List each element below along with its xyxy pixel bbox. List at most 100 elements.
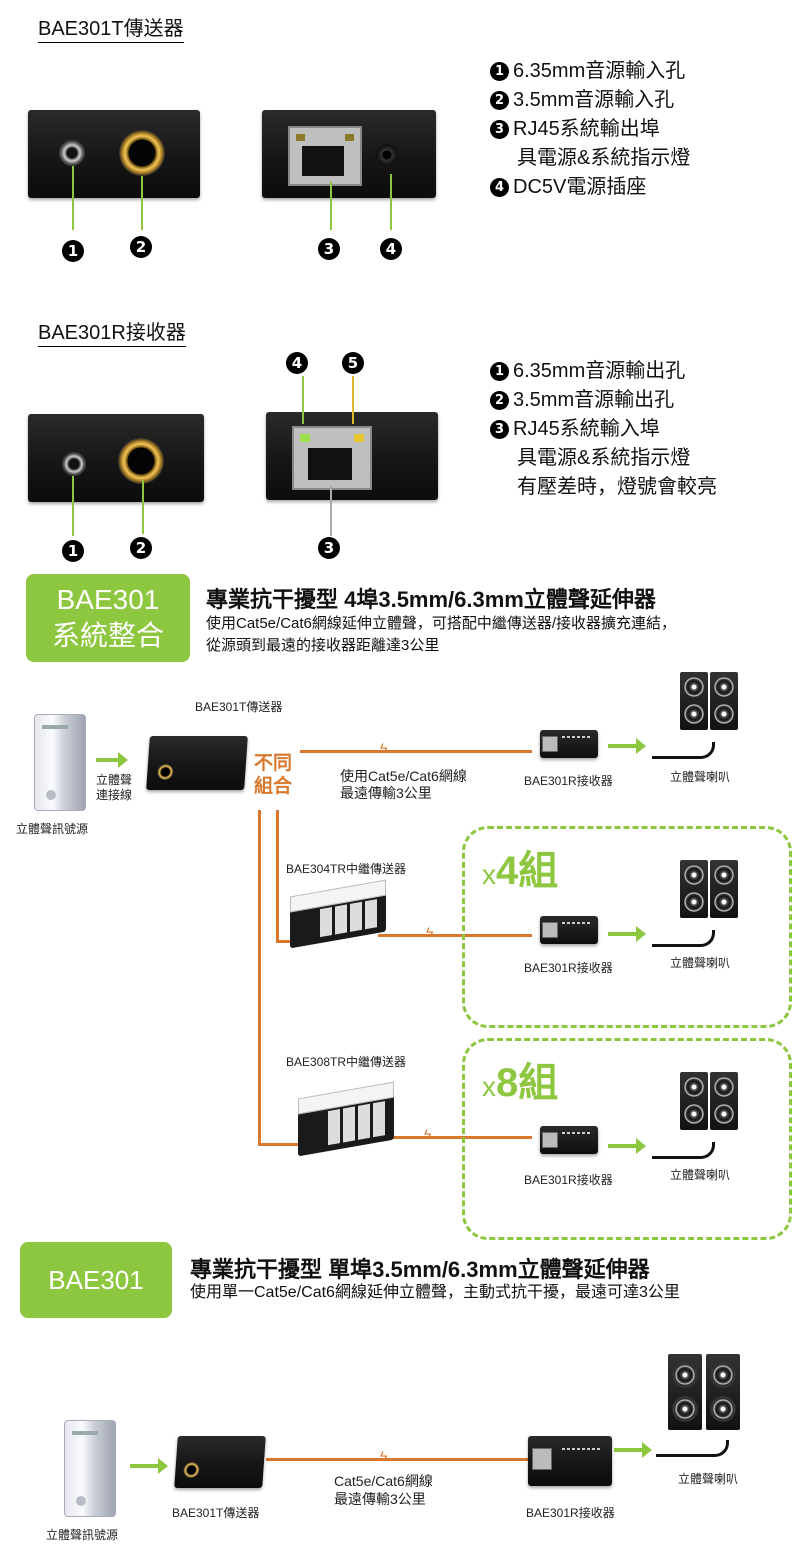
speaker-label: 立體聲喇叭 (670, 956, 731, 970)
feature-item: 3.5mm音源輸入孔 (513, 89, 675, 111)
banner2-subtitle: 使用單一Cat5e/Cat6網線延伸立體聲，主動式抗干擾，最遠可達3公里 (190, 1284, 680, 1301)
lightning-icon: ϟ (380, 1448, 388, 1464)
group-8-box (462, 1038, 792, 1240)
arrow-icon (608, 926, 646, 942)
repeater4-device (290, 879, 386, 949)
audio-cable-icon (652, 742, 715, 759)
badge-model: BAE301 (56, 584, 160, 615)
jack-35mm (59, 140, 85, 166)
transmitter-rear-panel (262, 110, 436, 198)
group-4-box (462, 826, 792, 1028)
callout-number: 5 (342, 352, 364, 374)
callout-line (330, 182, 332, 230)
cable-label-line2: 最遠傳輸3公里 (334, 1491, 426, 1507)
speaker-label: 立體聲喇叭 (678, 1472, 739, 1486)
dc-jack (376, 144, 398, 166)
transmitter-front-panel (28, 110, 200, 198)
callout-number: 4 (286, 352, 308, 374)
link-label: 立體聲 連接線 (96, 773, 132, 803)
jack-icon (156, 764, 174, 780)
callout-line (330, 486, 332, 536)
rj45-port (292, 426, 372, 490)
source-label: 立體聲訊號源 (16, 822, 89, 836)
combination-label: 不同 組合 (254, 752, 292, 798)
feature-item: 3.5mm音源輸出孔 (513, 389, 675, 411)
cable-line (258, 1143, 328, 1146)
transmitter-label: BAE301T傳送器 (172, 1506, 260, 1520)
cable-line (258, 810, 261, 1146)
banner2-title: 專業抗干擾型 單埠3.5mm/6.3mm立體聲延伸器 (190, 1257, 650, 1282)
source-label: 立體聲訊號源 (46, 1528, 119, 1542)
callout-line (302, 376, 304, 424)
receiver-device (540, 916, 598, 944)
jack-635mm (118, 438, 164, 484)
speaker-icon (680, 672, 740, 732)
link-label-line2: 連接線 (96, 788, 133, 802)
feature-item: 6.35mm音源輸入孔 (513, 60, 686, 82)
callout-number: 1 (62, 240, 84, 262)
speaker-label: 立體聲喇叭 (670, 1168, 731, 1182)
rj45-port (288, 126, 362, 186)
combination-line2: 組合 (254, 776, 293, 797)
banner2-badge: BAE301 (20, 1242, 172, 1318)
repeater8-label: BAE308TR中繼傳送器 (286, 1055, 407, 1069)
callout-number: 3 (318, 537, 340, 559)
banner1-badge: BAE301 系統整合 (26, 574, 190, 662)
jack-635mm (119, 130, 165, 176)
link-label-line1: 立體聲 (96, 773, 133, 787)
arrow-icon (130, 1458, 168, 1474)
transmitter-section-title: BAE301T傳送器 (38, 12, 184, 43)
speaker-icon (668, 1354, 742, 1430)
callout-line (141, 176, 143, 230)
receiver-device (528, 1436, 612, 1486)
cable-label: Cat5e/Cat6網線 最遠傳輸3公里 (334, 1472, 433, 1508)
receiver-label: BAE301R接收器 (524, 774, 613, 788)
receiver-rear-panel (266, 412, 438, 500)
feature-item: RJ45系統輸出埠 (513, 118, 660, 140)
group-4-count: x4組 (482, 838, 558, 896)
audio-cable-icon (652, 1142, 715, 1159)
transmitter-label: BAE301T傳送器 (195, 700, 283, 714)
cable-line (378, 934, 532, 937)
callout-number: 4 (380, 238, 402, 260)
jack-icon (182, 1462, 200, 1478)
receiver-label: BAE301R接收器 (526, 1506, 615, 1520)
group-8-count: x8組 (482, 1050, 558, 1108)
speaker-label: 立體聲喇叭 (670, 770, 731, 784)
receiver-label: BAE301R接收器 (524, 1173, 613, 1187)
speaker-icon (680, 860, 740, 920)
feature-item: 具電源&系統指示燈 (517, 147, 691, 169)
callout-number: 1 (62, 540, 84, 562)
arrow-icon (614, 1442, 652, 1458)
cable-label-line1: Cat5e/Cat6網線 (334, 1473, 433, 1489)
badge-label: 系統整合 (51, 620, 164, 651)
feature-item: 具電源&系統指示燈 (517, 447, 691, 469)
feature-item: 有壓差時，燈號會較亮 (517, 476, 717, 498)
feature-item: 6.35mm音源輸出孔 (513, 360, 686, 382)
group-multiplier: x (482, 1071, 496, 1102)
lightning-icon: ϟ (424, 1126, 432, 1142)
audio-cable-icon (656, 1440, 729, 1457)
lightning-icon: ϟ (426, 924, 434, 940)
receiver-device (540, 1126, 598, 1154)
callout-line (352, 376, 354, 424)
group-count: 8組 (496, 1061, 559, 1105)
group-multiplier: x (482, 859, 496, 890)
receiver-label: BAE301R接收器 (524, 961, 613, 975)
feature-item: RJ45系統輸入埠 (513, 418, 660, 440)
combination-line1: 不同 (254, 753, 293, 774)
repeater8-device (298, 1081, 394, 1157)
cable-line (266, 1458, 530, 1461)
speaker-icon (680, 1072, 740, 1132)
receiver-section-title: BAE301R接收器 (38, 316, 186, 347)
group-count: 4組 (496, 849, 559, 893)
arrow-icon (608, 738, 646, 754)
badge-model: BAE301 (48, 1265, 144, 1295)
cable-label-line1: 使用Cat5e/Cat6網線 (340, 768, 467, 784)
callout-number: 3 (318, 238, 340, 260)
cable-label: 使用Cat5e/Cat6網線 最遠傳輸3公里 (340, 768, 467, 802)
jack-35mm (62, 452, 86, 476)
callout-line (72, 166, 74, 230)
callout-line (142, 480, 144, 534)
